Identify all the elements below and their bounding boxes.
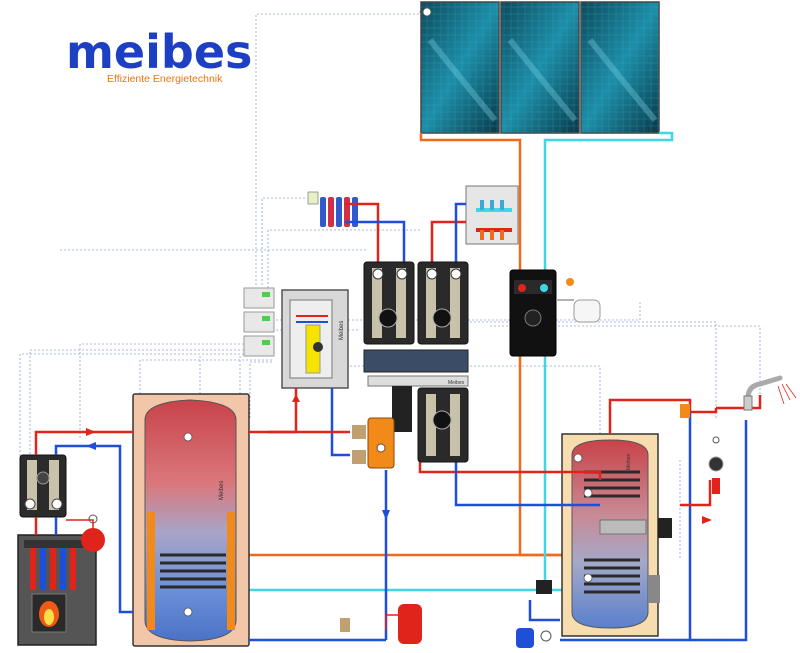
thermostat-icon bbox=[307, 191, 319, 205]
solar-collector-array bbox=[420, 1, 660, 134]
solar-station bbox=[509, 269, 601, 357]
temperature-sensor-icon bbox=[422, 7, 432, 17]
brand-logo: meibes Effiziente Energietechnik bbox=[66, 25, 252, 85]
temperature-sensor-icon bbox=[583, 573, 593, 583]
pump-icon bbox=[432, 308, 452, 328]
heating-circuit-piping bbox=[249, 202, 602, 642]
temperature-sensor-icon bbox=[583, 488, 593, 498]
temperature-sensor-icon bbox=[573, 453, 583, 463]
dhw-heating-element bbox=[599, 519, 647, 535]
flow-arrows bbox=[86, 394, 712, 524]
controller-icon bbox=[243, 287, 275, 309]
heating-expansion-vessel bbox=[340, 604, 422, 644]
dhw-fittings bbox=[680, 404, 724, 494]
pump-icon bbox=[432, 410, 452, 430]
expansion-vessel-icon bbox=[573, 299, 601, 323]
boiler-pump-group bbox=[19, 454, 67, 518]
dhw-electric-heater bbox=[658, 518, 672, 538]
controllers bbox=[243, 287, 275, 357]
solid-fuel-boiler bbox=[17, 534, 97, 646]
gas-boiler: Meibes bbox=[281, 289, 349, 389]
temperature-sensor-icon bbox=[376, 443, 386, 453]
buffer-tank-label: Meibes bbox=[219, 481, 225, 500]
dhw-tank-label: Meibes bbox=[626, 453, 632, 470]
mixer-module-label: Meibes bbox=[448, 380, 465, 386]
underfloor-manifold bbox=[465, 185, 519, 245]
buffer-tank: Meibes bbox=[132, 393, 250, 647]
pump-icon bbox=[524, 309, 542, 327]
dhw-expansion-vessel bbox=[516, 580, 552, 648]
faucet bbox=[743, 375, 797, 411]
expansion-vessel-icon bbox=[398, 604, 422, 644]
pump-groups: Meibes bbox=[363, 261, 469, 463]
temperature-sensor-icon bbox=[183, 432, 193, 442]
pump-icon bbox=[378, 308, 398, 328]
solar-collector-icon bbox=[420, 1, 660, 134]
temperature-sensor-icon bbox=[183, 607, 193, 617]
brand-name: meibes bbox=[66, 25, 252, 79]
controller-icon bbox=[243, 311, 275, 333]
solar-piping bbox=[240, 131, 674, 592]
brand-tagline: Effiziente Energietechnik bbox=[107, 73, 223, 85]
boiler-unit-label: Meibes bbox=[339, 321, 345, 340]
controller-icon bbox=[243, 335, 275, 357]
buffer-coil bbox=[160, 553, 226, 589]
pump-icon bbox=[36, 471, 50, 485]
dhw-piping bbox=[528, 395, 762, 642]
boiler-piping bbox=[34, 430, 133, 614]
pump-icon bbox=[313, 342, 323, 352]
pump-icon bbox=[708, 456, 724, 472]
dhw-lower-coil bbox=[584, 558, 640, 594]
expansion-vessel-icon bbox=[81, 528, 105, 552]
expansion-vessel-icon bbox=[516, 628, 534, 648]
faucet-icon bbox=[745, 375, 783, 401]
dhw-anode-flange bbox=[648, 575, 660, 603]
hydraulic-separator bbox=[352, 417, 395, 469]
dhw-tank: Meibes bbox=[561, 433, 672, 637]
